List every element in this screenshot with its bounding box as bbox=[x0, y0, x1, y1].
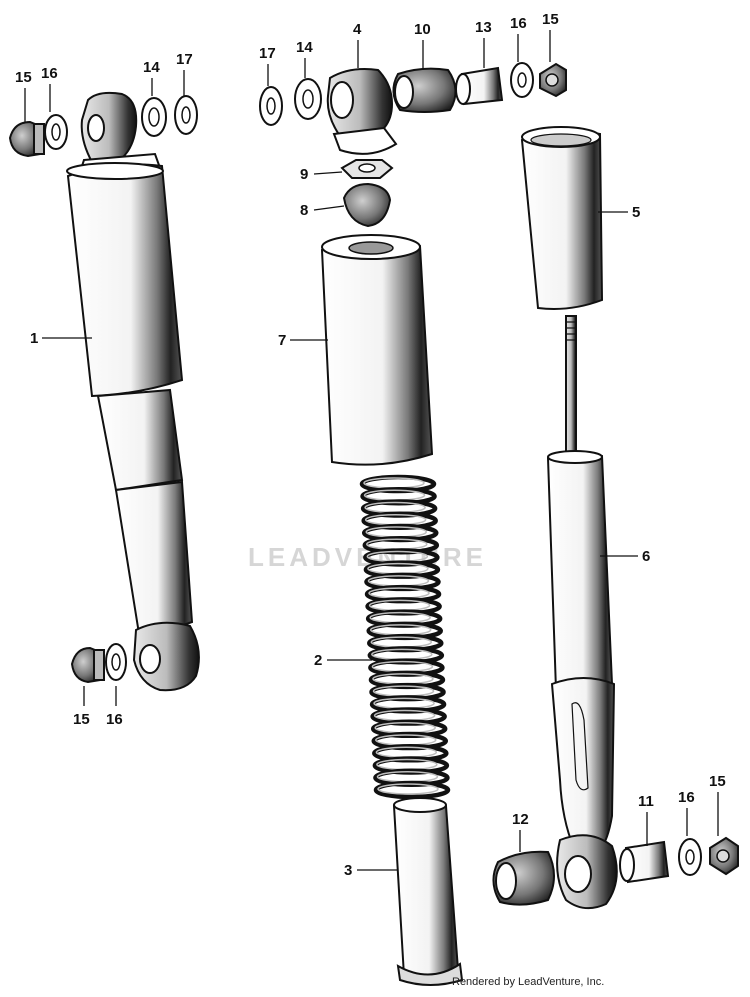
callout-15-top: 15 bbox=[542, 11, 559, 28]
part-7-spring-upper-case bbox=[320, 234, 434, 466]
part-10-bushing bbox=[392, 67, 457, 113]
part-11-collar bbox=[619, 840, 670, 884]
callout-4: 4 bbox=[353, 21, 362, 38]
callout-16-bottom-left: 16 bbox=[106, 711, 123, 728]
callout-14-left: 14 bbox=[143, 59, 160, 76]
callout-17-top: 17 bbox=[259, 45, 276, 62]
callout-17-left: 17 bbox=[176, 51, 193, 68]
part-9-stopper-plate bbox=[340, 159, 394, 179]
callout-7: 7 bbox=[278, 332, 286, 349]
spring-coil-highlight bbox=[363, 477, 425, 489]
part-3-spring-lower-case bbox=[392, 797, 464, 986]
callout-15-bottom-left: 15 bbox=[73, 711, 90, 728]
part-8-rubber-bumper bbox=[342, 182, 392, 228]
callout-13: 13 bbox=[475, 19, 492, 36]
part-1-shock-assembly bbox=[66, 91, 200, 692]
part-6-damper-unit bbox=[546, 315, 618, 910]
callout-2: 2 bbox=[314, 652, 322, 669]
callout-10: 10 bbox=[414, 21, 431, 38]
callout-11: 11 bbox=[638, 793, 654, 810]
callout-labels: 1 15 16 14 17 15 16 17 14 4 10 13 16 15 … bbox=[15, 11, 726, 879]
spring-coil bbox=[373, 780, 451, 800]
callout-1: 1 bbox=[30, 330, 38, 347]
spring-coil-highlight bbox=[377, 783, 439, 795]
callout-16-right: 16 bbox=[678, 789, 695, 806]
callout-8: 8 bbox=[300, 202, 308, 219]
leader-lines bbox=[24, 30, 719, 871]
part-4-upper-mount bbox=[326, 68, 398, 155]
callout-15-right: 15 bbox=[709, 773, 726, 790]
callout-3: 3 bbox=[344, 862, 352, 879]
part-5-upper-case bbox=[520, 126, 604, 310]
callout-15-top-left: 15 bbox=[15, 69, 32, 86]
callout-12: 12 bbox=[512, 811, 529, 828]
part-12-bushing bbox=[492, 850, 555, 906]
callout-16-top-left: 16 bbox=[41, 65, 58, 82]
callout-6: 6 bbox=[642, 548, 650, 565]
part-13-collar bbox=[455, 66, 504, 106]
callout-16-top: 16 bbox=[510, 15, 527, 32]
part-15-cap-nut-top bbox=[539, 62, 567, 98]
callout-5: 5 bbox=[632, 204, 640, 221]
part-15-cap-nut-top-left bbox=[8, 120, 45, 158]
part-15-cap-nut-bottom-left bbox=[70, 646, 105, 684]
part-2-coil-spring bbox=[359, 474, 451, 800]
part-15-cap-nut-right bbox=[709, 836, 739, 876]
callout-14-top: 14 bbox=[296, 39, 313, 56]
callout-9: 9 bbox=[300, 166, 308, 183]
credit-text: Rendered by LeadVenture, Inc. bbox=[452, 976, 605, 988]
